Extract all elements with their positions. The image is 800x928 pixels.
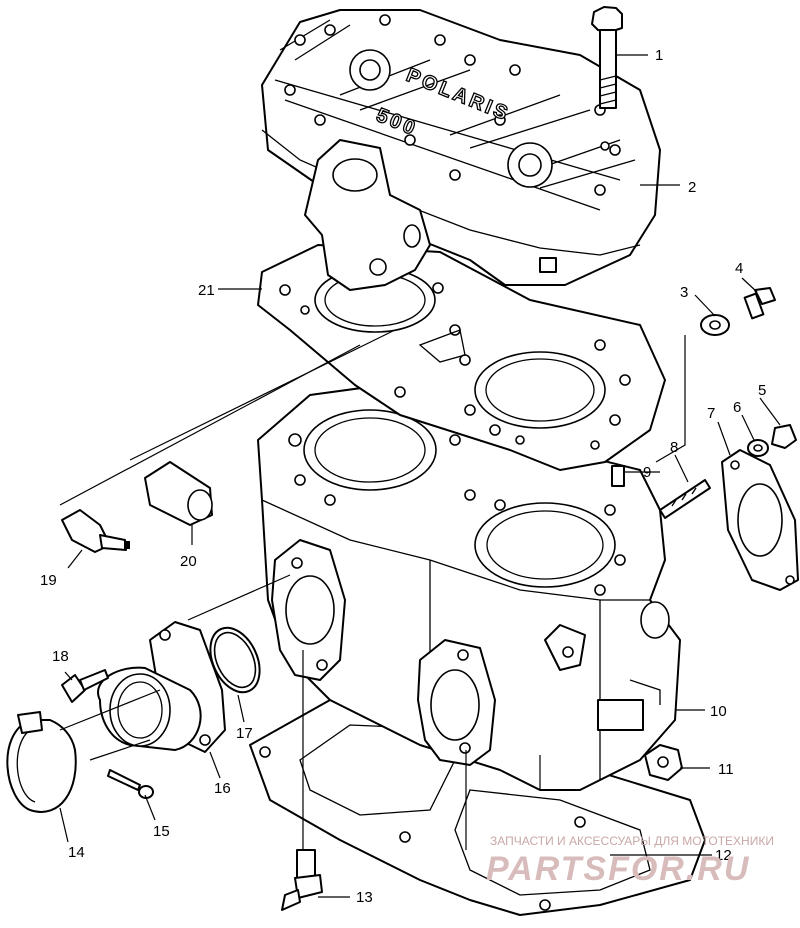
flange-nut: [644, 744, 683, 781]
callout-4: 4: [735, 260, 743, 277]
callout-17: 17: [236, 725, 253, 742]
callout-13: 13: [356, 889, 373, 906]
watermark-site: PARTSFOR.RU: [486, 850, 750, 888]
sleeve: [144, 461, 213, 526]
stud: [659, 479, 711, 519]
watermark-tagline: ЗАПЧАСТИ И АКСЕССУАРЫ ДЛЯ МОТОТЕХНИКИ: [490, 834, 774, 848]
callout-15: 15: [153, 823, 170, 840]
callout-10: 10: [710, 703, 727, 720]
water-fitting: [281, 849, 323, 911]
lock-washer: [747, 439, 769, 457]
callout-21: 21: [198, 282, 215, 299]
callout-1: 1: [655, 47, 663, 64]
acorn-nut: [771, 424, 797, 449]
callout-5: 5: [758, 382, 766, 399]
callout-20: 20: [180, 553, 197, 570]
intake-adapter: [97, 621, 226, 753]
watermark: ЗАПЧАСТИ И АКСЕССУАРЫ ДЛЯ МОТОТЕХНИКИ PA…: [486, 834, 774, 888]
callout-3: 3: [680, 284, 688, 301]
callout-9: 9: [643, 464, 651, 481]
callout-7: 7: [707, 405, 715, 422]
callout-11: 11: [718, 761, 734, 778]
leader-lines: [59, 54, 781, 898]
callout-14: 14: [68, 844, 85, 861]
callout-labels: 1 2 3 4 5 6 7 8 9 10 11 12 13 14 15 16 1…: [40, 47, 766, 906]
small-bolt: [743, 287, 776, 320]
clamp-screw: [107, 769, 154, 799]
temperature-sensor: [61, 509, 130, 553]
callout-8: 8: [670, 439, 678, 456]
callout-16: 16: [214, 780, 231, 797]
o-ring: [209, 626, 261, 694]
cylinder-head-cover: POLARIS 500: [261, 9, 661, 291]
head-bolt: [591, 6, 623, 109]
cylinder-block: [257, 379, 681, 791]
callout-6: 6: [733, 399, 741, 416]
callout-18: 18: [52, 648, 69, 665]
callout-19: 19: [40, 572, 57, 589]
washer: [700, 314, 730, 336]
hose-clamp: [6, 711, 77, 813]
callout-12: 12: [715, 847, 732, 864]
dowel-pin: [611, 465, 625, 487]
callout-2: 2: [688, 179, 696, 196]
exhaust-gasket: [721, 449, 799, 591]
